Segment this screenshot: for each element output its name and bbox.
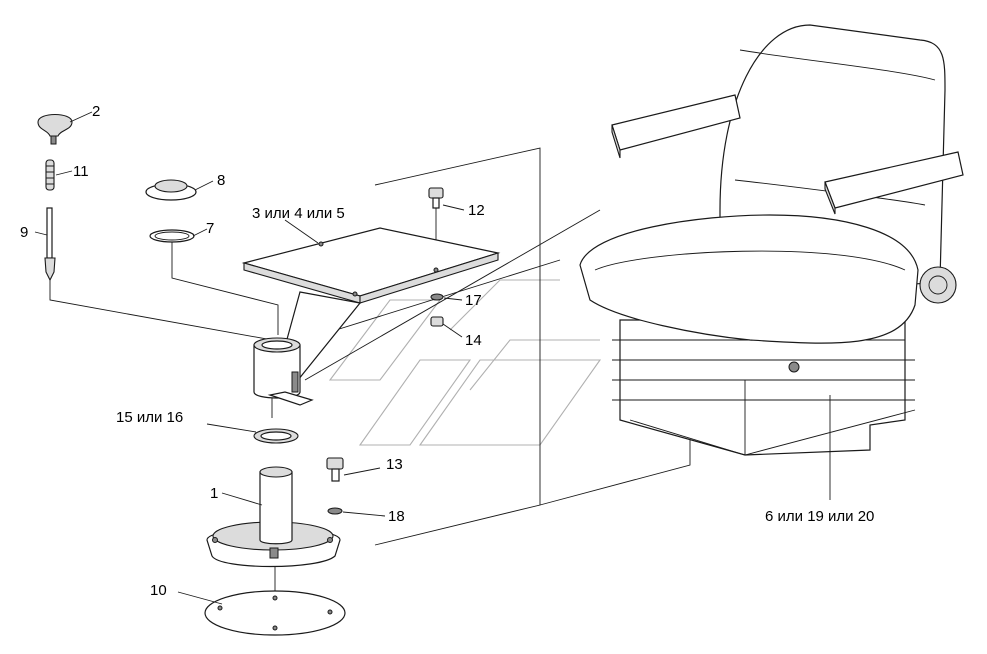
callout-leaders (34, 111, 831, 605)
callout-8: 8 (217, 172, 226, 189)
callout-1: 1 (210, 485, 219, 502)
disc-part-10 (204, 590, 346, 636)
callout-14: 14 (465, 332, 482, 349)
callout-9: 9 (20, 224, 29, 241)
washer-part-18 (327, 507, 343, 515)
watermark-logo (328, 279, 602, 446)
cap-part-8 (145, 179, 197, 201)
bolt-part-12 (428, 187, 444, 209)
washer-part-17 (430, 293, 444, 301)
callout-15-16: 15 или 16 (116, 409, 184, 426)
callout-13: 13 (386, 456, 403, 473)
callout-2: 2 (92, 103, 101, 120)
callout-10: 10 (150, 582, 167, 599)
callout-7: 7 (206, 220, 215, 237)
callout-18: 18 (388, 508, 405, 525)
callout-6-19-20: 6 или 19 или 20 (765, 508, 875, 525)
assembly-plane-outline (374, 147, 691, 546)
callout-11: 11 (73, 163, 89, 180)
pin-part-9 (44, 207, 56, 282)
callout-17: 17 (465, 292, 482, 309)
ring-part-15 (253, 428, 299, 444)
seat-assembly-part-6 (579, 24, 964, 456)
callout-12: 12 (468, 202, 485, 219)
bolt-part-13 (326, 457, 344, 482)
upper-sleeve (253, 337, 314, 406)
knob-part-2 (37, 113, 73, 145)
nut-part-14 (430, 316, 444, 327)
ring-part-7 (149, 229, 195, 243)
callout-3-4-5: 3 или 4 или 5 (252, 205, 345, 222)
spring-part-11 (45, 159, 55, 191)
base-column-part-1 (206, 466, 341, 568)
